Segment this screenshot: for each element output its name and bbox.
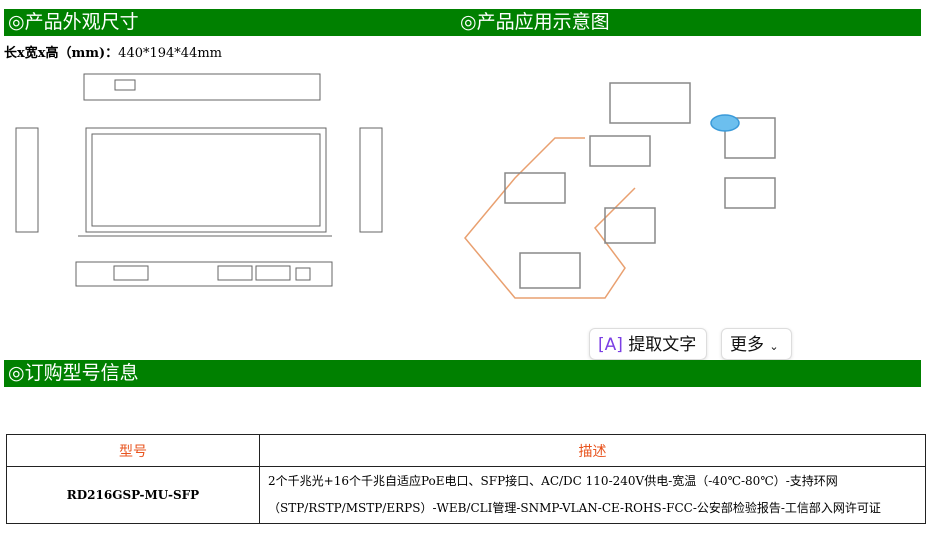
model-cell: RD216GSP-MU-SFP <box>6 466 260 524</box>
dimensions-text: 长x宽x高（mm)：440*194*44mm <box>4 42 222 61</box>
dimensions-value: 440*194*44mm <box>118 46 222 61</box>
section-ordering-header: ◎订购型号信息 <box>4 360 921 387</box>
ordering-table: 型号描述 RD216GSP-MU-SFP 2个千兆光+16个千兆自适应PoE电口… <box>6 434 926 524</box>
table-row: RD216GSP-MU-SFP 2个千兆光+16个千兆自适应PoE电口、SFP接… <box>6 466 926 524</box>
chevron-down-icon: ⌄ <box>769 340 779 353</box>
description-cell: 2个千兆光+16个千兆自适应PoE电口、SFP接口、AC/DC 110-240V… <box>259 466 926 524</box>
extract-text-button[interactable]: [A] 提取文字 <box>589 328 707 360</box>
description-line: 2个千兆光+16个千兆自适应PoE电口、SFP接口、AC/DC 110-240V… <box>268 474 838 488</box>
application-diagram <box>464 82 776 299</box>
more-label: 更多 <box>730 335 764 355</box>
section-dimensions-header: ◎产品外观尺寸 <box>4 9 456 36</box>
section-application-header: ◎产品应用示意图 <box>456 9 921 36</box>
dimensions-label: 长x宽x高（mm)： <box>4 46 119 61</box>
table-header-row: 型号描述 <box>6 434 926 467</box>
header-description: 描述 <box>259 434 926 467</box>
dimension-drawing <box>15 73 383 287</box>
more-button[interactable]: 更多 ⌄ <box>721 328 792 360</box>
description-line: （STP/RSTP/MSTP/ERPS）-WEB/CLI管理-SNMP-VLAN… <box>268 501 881 515</box>
header-model: 型号 <box>6 434 260 467</box>
text-scan-icon: [A] <box>598 335 623 355</box>
extract-text-label: 提取文字 <box>628 335 697 355</box>
